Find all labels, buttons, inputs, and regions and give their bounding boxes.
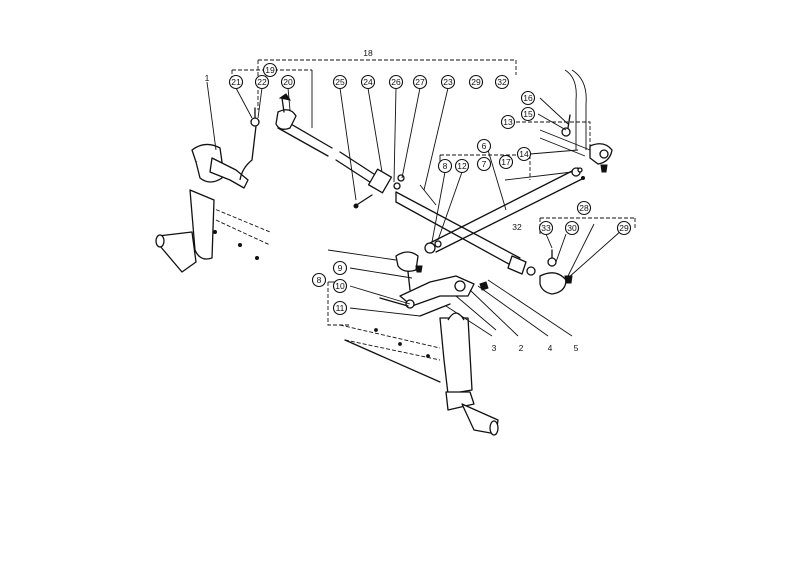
svg-text:3: 3 xyxy=(492,343,497,353)
svg-text:15: 15 xyxy=(523,109,533,119)
callout-32-top: 32 xyxy=(494,74,510,90)
callout-10: 10 xyxy=(332,278,348,294)
callout-22: 22 xyxy=(254,74,270,90)
leader-lines xyxy=(235,87,507,211)
svg-text:28: 28 xyxy=(579,203,589,213)
svg-text:10: 10 xyxy=(335,281,345,291)
callout-4: 4 xyxy=(548,343,553,353)
callout-16: 16 xyxy=(520,90,536,106)
callouts: 18 19 1 21 22 20 25 24 xyxy=(205,48,632,353)
svg-text:29: 29 xyxy=(619,223,629,233)
svg-text:12: 12 xyxy=(457,161,467,171)
svg-text:26: 26 xyxy=(391,77,401,87)
callout-23: 23 xyxy=(440,74,456,90)
svg-text:8: 8 xyxy=(317,275,322,285)
svg-text:21: 21 xyxy=(231,77,241,87)
svg-text:2: 2 xyxy=(519,343,524,353)
callout-32: 32 xyxy=(512,222,522,232)
svg-text:23: 23 xyxy=(443,77,453,87)
svg-text:4: 4 xyxy=(548,343,553,353)
right-drag-link xyxy=(429,167,585,253)
callout-29-top: 29 xyxy=(468,74,484,90)
callout-27: 27 xyxy=(412,74,428,90)
svg-text:13: 13 xyxy=(503,117,513,127)
callout-28: 28 xyxy=(576,200,592,216)
callout-8: 8 xyxy=(311,272,327,288)
callout-24: 24 xyxy=(360,74,376,90)
center-tie-rod xyxy=(395,184,536,276)
callout-21: 21 xyxy=(228,74,244,90)
svg-text:5: 5 xyxy=(574,343,579,353)
callout-33: 33 xyxy=(538,220,554,236)
callout-26: 26 xyxy=(388,74,404,90)
svg-text:9: 9 xyxy=(338,263,343,273)
left-lower-ball-joint xyxy=(327,171,463,317)
svg-text:18: 18 xyxy=(363,48,373,58)
callout-5: 5 xyxy=(574,343,579,353)
callout-30: 30 xyxy=(564,220,580,236)
svg-text:27: 27 xyxy=(415,77,425,87)
svg-text:32: 32 xyxy=(497,77,507,87)
svg-text:33: 33 xyxy=(541,223,551,233)
callout-14: 14 xyxy=(516,146,532,162)
svg-text:17: 17 xyxy=(501,157,511,167)
upper-tie-rod xyxy=(239,93,405,209)
svg-text:30: 30 xyxy=(567,223,577,233)
callout-25: 25 xyxy=(332,74,348,90)
svg-text:29: 29 xyxy=(471,77,481,87)
svg-text:19: 19 xyxy=(265,65,275,75)
callout-9: 9 xyxy=(332,260,348,276)
svg-text:24: 24 xyxy=(363,77,373,87)
callout-3: 3 xyxy=(492,343,497,353)
callout-20: 20 xyxy=(280,74,296,90)
svg-text:22: 22 xyxy=(257,77,267,87)
left-steering-knuckle xyxy=(155,81,271,273)
callout-13: 13 xyxy=(500,114,516,130)
callout-15: 15 xyxy=(520,106,536,122)
svg-text:20: 20 xyxy=(283,77,293,87)
right-tie-rod-end xyxy=(539,223,623,295)
svg-text:14: 14 xyxy=(519,149,529,159)
callout-29: 29 xyxy=(616,220,632,236)
svg-text:6: 6 xyxy=(482,141,487,151)
callout-18: 18 xyxy=(363,48,373,58)
callout-6: 6 xyxy=(476,138,492,154)
callout-11: 11 xyxy=(332,300,348,316)
callout-1: 1 xyxy=(205,73,210,83)
callout-2: 2 xyxy=(519,343,524,353)
callout-8-upper: 8 xyxy=(437,158,453,174)
callout-17: 17 xyxy=(498,154,514,170)
callout-19: 19 xyxy=(262,62,278,78)
svg-text:32: 32 xyxy=(512,222,522,232)
callout-12: 12 xyxy=(454,158,470,174)
svg-text:7: 7 xyxy=(482,159,487,169)
svg-text:11: 11 xyxy=(336,303,345,313)
upper-right-assembly xyxy=(529,69,613,173)
callout-7: 7 xyxy=(476,156,492,172)
svg-text:8: 8 xyxy=(443,161,448,171)
svg-text:16: 16 xyxy=(523,93,533,103)
svg-text:1: 1 xyxy=(205,73,210,83)
svg-text:25: 25 xyxy=(335,77,345,87)
right-steering-knuckle xyxy=(339,275,573,436)
